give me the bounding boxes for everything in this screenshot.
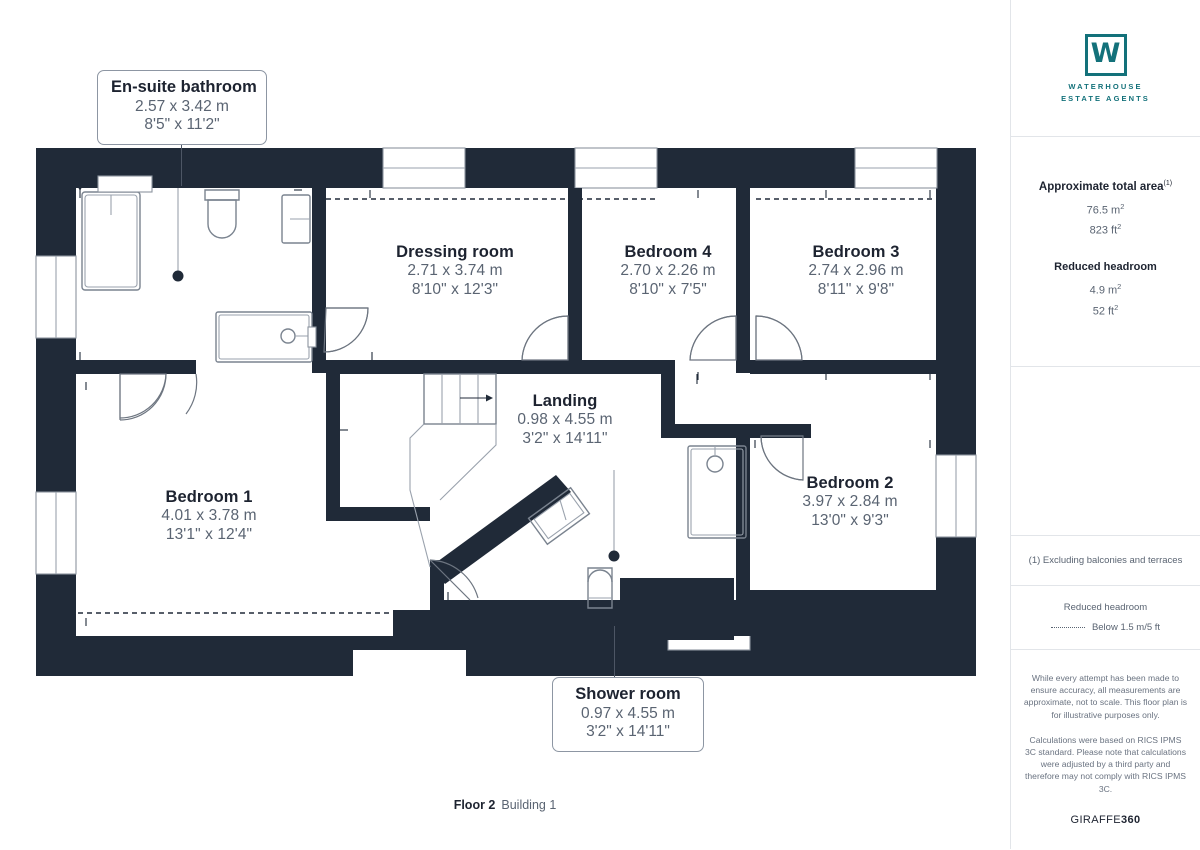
room-dimension-metric: 0.98 x 4.55 m [517,411,613,429]
room-name: Bedroom 3 [812,243,900,261]
room-dimension-metric: 3.97 x 2.84 m [802,493,898,511]
giraffe360-brand: GIRAFFE360 [1070,814,1140,826]
reduced-headroom-metric-value: 4.9 m [1089,284,1118,297]
reduced-headroom-title: Reduced headroom [1054,260,1157,273]
total-area-footnote-marker: (1) [1163,179,1173,187]
room-dimension-imperial: 3'2" x 14'11" [522,429,608,447]
room-callout-shower: Shower room 0.97 x 4.55 m 3'2" x 14'11" [552,677,704,752]
legend-item-label: Below 1.5 m/5 ft [1091,622,1161,633]
room-label-bedroom-1: Bedroom 1 4.01 x 3.78 m 13'1" x 12'4" [124,488,294,544]
room-label-dressing: Dressing room 2.71 x 3.74 m 8'10" x 12'3… [332,243,578,299]
logo-letter: W [1090,38,1121,69]
brand-suffix: 360 [1120,813,1141,826]
room-name: Bedroom 1 [165,488,253,506]
superscript-2: 2 [1117,281,1122,291]
room-name: Dressing room [396,243,514,261]
plan-footer: Floor 2 Building 1 [0,798,1010,812]
total-area-imperial: 823 ft2 [1090,222,1122,237]
room-name: Shower room [575,685,681,703]
total-area-title-text: Approximate total area [1038,180,1164,193]
room-dimension-imperial: 13'1" x 12'4" [165,525,253,543]
superscript-2: 2 [1114,302,1119,312]
logo-line-1: WATERHOUSE [1068,81,1143,91]
room-dimension-metric: 4.01 x 3.78 m [161,507,257,525]
room-name: Landing [532,392,598,410]
floorplan-canvas: .w { fill:#202a38; } .fx { fill:none; st… [0,70,1010,812]
room-label-landing: Landing 0.98 x 4.55 m 3'2" x 14'11" [484,392,646,448]
room-label-bedroom-4: Bedroom 4 2.70 x 2.26 m 8'10" x 7'5" [578,243,758,299]
room-name: Bedroom 4 [624,243,712,261]
leader-ensuite [181,132,182,186]
leader-shower [614,626,615,678]
room-name: Bedroom 2 [806,474,894,492]
area-footnote-text: (1) Excluding balconies and terraces [1028,555,1183,566]
room-dimension-imperial: 3'2" x 14'11" [586,723,670,741]
reduced-headroom-metric: 4.9 m2 [1090,282,1122,297]
room-dimension-imperial: 8'10" x 12'3" [411,280,499,298]
dashed-line-icon [1050,626,1085,629]
total-area-metric: 76.5 m2 [1087,202,1125,217]
floorplan-drawing: .w { fill:#202a38; } .fx { fill:none; st… [35,147,977,676]
legend: Reduced headroom Below 1.5 m/5 ft [1011,586,1200,650]
room-callout-ensuite: En-suite bathroom 2.57 x 3.42 m 8'5" x 1… [97,70,267,145]
reduced-headroom-imperial-value: 52 ft [1092,305,1115,318]
total-area-metric-value: 76.5 m [1086,204,1121,217]
room-dimension-imperial: 8'11" x 9'8" [817,280,895,298]
legend-title: Reduced headroom [1063,602,1148,613]
building-label: Building 1 [501,798,557,812]
room-dimension-metric: 2.74 x 2.96 m [808,262,904,280]
brand-prefix: GIRAFFE [1070,813,1121,826]
area-summary: Approximate total area(1) 76.5 m2 823 ft… [1011,137,1200,367]
disclaimer-paragraph-1: While every attempt has been made to ens… [1023,673,1188,720]
info-panel: W WATERHOUSE ESTATE AGENTS Approximate t… [1010,0,1200,849]
area-footnote: (1) Excluding balconies and terraces [1011,536,1200,586]
room-label-bedroom-2: Bedroom 2 3.97 x 2.84 m 13'0" x 9'3" [760,474,940,530]
room-dimension-metric: 0.97 x 4.55 m [581,704,675,722]
room-dimension-metric: 2.71 x 3.74 m [407,262,503,280]
room-dimension-imperial: 13'0" x 9'3" [811,511,889,529]
superscript-2: 2 [1117,222,1122,232]
floor-label: Floor 2 [453,798,496,812]
reduced-headroom-imperial: 52 ft2 [1093,303,1119,318]
room-dimension-imperial: 8'5" x 11'2" [144,116,220,134]
disclaimer-paragraph-2: Calculations were based on RICS IPMS 3C … [1025,734,1186,794]
panel-spacer [1011,367,1200,536]
room-dimension-imperial: 8'10" x 7'5" [629,280,707,298]
agency-logo: W WATERHOUSE ESTATE AGENTS [1011,0,1200,137]
room-name: En-suite bathroom [111,78,257,96]
room-dimension-metric: 2.57 x 3.42 m [135,97,229,115]
room-dimension-metric: 2.70 x 2.26 m [620,262,716,280]
total-area-title: Approximate total area(1) [1039,180,1172,193]
superscript-2: 2 [1120,201,1125,211]
disclaimer: While every attempt has been made to ens… [1011,650,1200,850]
legend-item-reduced-headroom: Below 1.5 m/5 ft [1050,622,1161,633]
logo-mark-icon: W [1084,33,1127,76]
total-area-imperial-value: 823 ft [1089,224,1118,237]
logo-line-2: ESTATE AGENTS [1061,93,1150,103]
room-label-bedroom-3: Bedroom 3 2.74 x 2.96 m 8'11" x 9'8" [760,243,952,299]
